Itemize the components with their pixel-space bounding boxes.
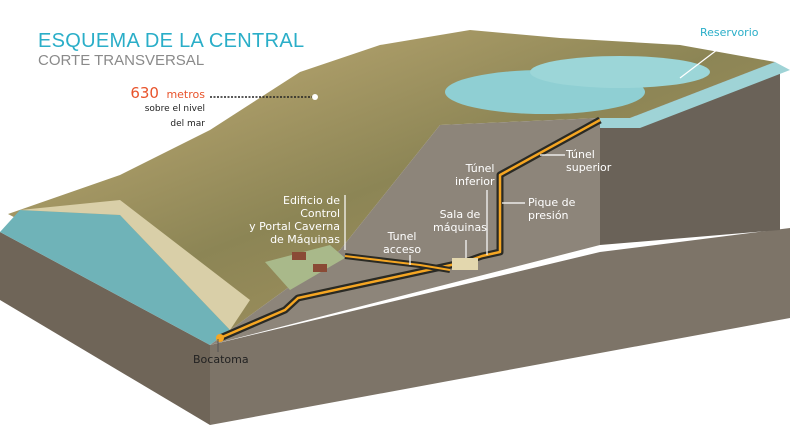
altitude-label: 630 metros sobre el nivel del mar bbox=[120, 84, 205, 131]
building bbox=[313, 264, 327, 272]
beach bbox=[20, 200, 250, 330]
altitude-value: 630 bbox=[130, 84, 159, 102]
right-block-face bbox=[600, 62, 780, 245]
reservoir-2 bbox=[530, 56, 710, 88]
control-platform bbox=[265, 245, 345, 290]
sea bbox=[0, 210, 230, 345]
intake-point bbox=[216, 334, 224, 342]
machine-room bbox=[452, 258, 478, 270]
altitude-line2: del mar bbox=[170, 119, 205, 129]
label-bocatoma: Bocatoma bbox=[193, 353, 249, 366]
label-reservorio: Reservorio bbox=[700, 26, 759, 39]
building bbox=[292, 252, 306, 260]
altitude-unit: metros bbox=[166, 88, 205, 101]
sea-block-side bbox=[0, 232, 210, 425]
front-base bbox=[210, 228, 790, 425]
page-title: ESQUEMA DE LA CENTRAL bbox=[38, 30, 305, 52]
page-subtitle: CORTE TRANSVERSAL bbox=[38, 52, 205, 69]
right-block-top bbox=[600, 62, 790, 128]
altitude-line1: sobre el nivel bbox=[144, 104, 205, 114]
